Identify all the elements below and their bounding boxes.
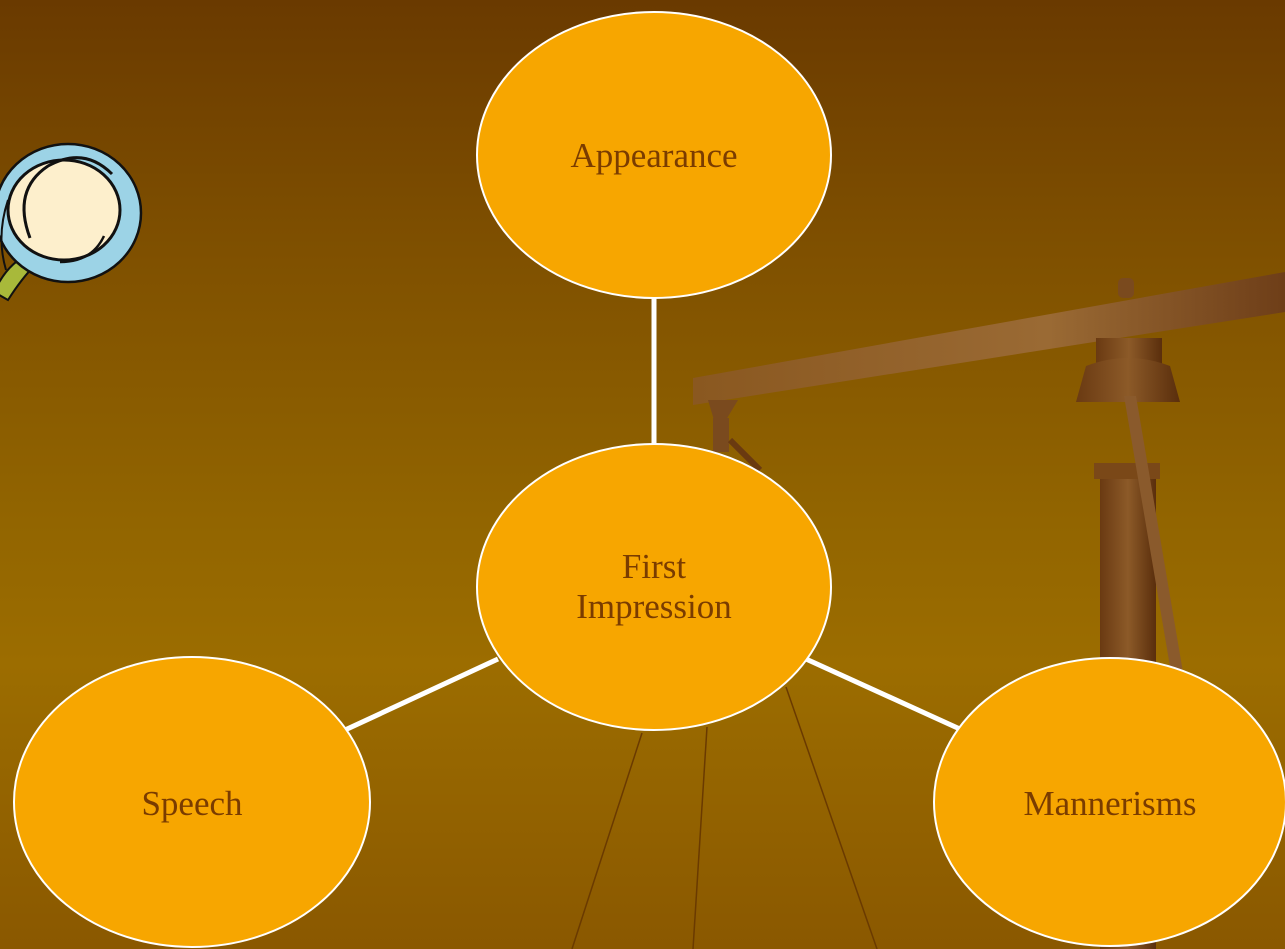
connectors: [343, 298, 964, 733]
node-right-mannerisms: [933, 657, 1285, 947]
node-label-center-line1: First: [621, 547, 687, 586]
node-top-appearance: [476, 11, 832, 299]
diagram-nodes: [13, 11, 1285, 948]
hanging-lines: [571, 686, 878, 949]
node-label-speech-text: Speech: [141, 784, 243, 823]
node-label-center-line2: Impression: [576, 587, 732, 626]
node-label-appearance: Appearance: [477, 136, 831, 176]
magnifying-glass-icon: [0, 142, 143, 302]
node-label-appearance-text: Appearance: [570, 136, 738, 175]
node-center-first-impression: [476, 443, 832, 731]
node-label-speech: Speech: [14, 784, 370, 824]
connector-left: [343, 656, 500, 733]
node-label-mannerisms-text: Mannerisms: [1023, 784, 1197, 823]
connector-right: [804, 656, 964, 733]
node-left-speech: [13, 656, 371, 948]
node-label-mannerisms: Mannerisms: [934, 784, 1285, 824]
node-label-first-impression: First Impression: [477, 547, 831, 627]
